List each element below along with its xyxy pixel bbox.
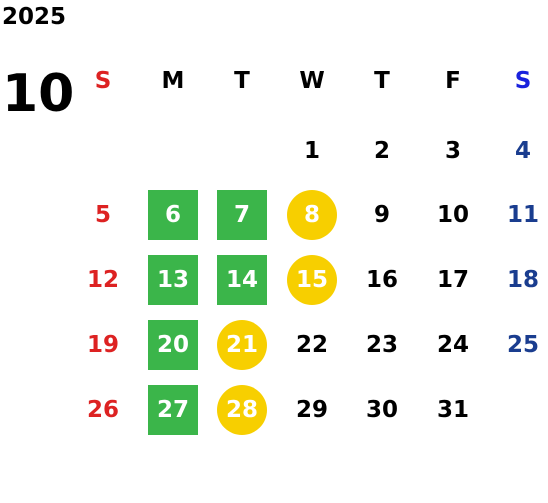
day-cell-1[interactable]: 1 [303,138,320,164]
weekday-header: S [94,68,112,94]
day-cell-3[interactable]: 3 [444,138,461,164]
day-cell-4[interactable]: 4 [514,138,531,164]
day-cell-21[interactable]: 21 [217,320,267,370]
day-cell-30[interactable]: 30 [365,397,398,423]
day-cell-29[interactable]: 29 [295,397,328,423]
day-cell-10[interactable]: 10 [436,202,469,228]
weekday-header: T [374,68,390,94]
day-cell-14[interactable]: 14 [217,255,267,305]
weekday-header: S [514,68,532,94]
day-cell-17[interactable]: 17 [436,267,469,293]
weekday-header: T [234,68,250,94]
weekday-header: M [161,68,185,94]
day-cell-26[interactable]: 26 [86,397,119,423]
day-cell-31[interactable]: 31 [436,397,469,423]
day-cell-2[interactable]: 2 [373,138,390,164]
day-cell-25[interactable]: 25 [506,332,539,358]
day-cell-13[interactable]: 13 [148,255,198,305]
day-cell-15[interactable]: 15 [287,255,337,305]
day-cell-8[interactable]: 8 [287,190,337,240]
month-number: 10 [2,64,75,124]
weekday-header: F [445,68,461,94]
day-cell-23[interactable]: 23 [365,332,398,358]
weekday-header: W [299,68,325,94]
day-cell-11[interactable]: 11 [506,202,539,228]
day-cell-19[interactable]: 19 [86,332,119,358]
day-cell-20[interactable]: 20 [148,320,198,370]
day-cell-12[interactable]: 12 [86,267,119,293]
day-cell-16[interactable]: 16 [365,267,398,293]
day-cell-28[interactable]: 28 [217,385,267,435]
day-cell-24[interactable]: 24 [436,332,469,358]
day-cell-5[interactable]: 5 [94,202,111,228]
day-cell-7[interactable]: 7 [217,190,267,240]
day-cell-18[interactable]: 18 [506,267,539,293]
day-cell-22[interactable]: 22 [295,332,328,358]
day-cell-9[interactable]: 9 [373,202,390,228]
day-cell-27[interactable]: 27 [148,385,198,435]
day-cell-6[interactable]: 6 [148,190,198,240]
year-label: 2025 [2,4,67,30]
